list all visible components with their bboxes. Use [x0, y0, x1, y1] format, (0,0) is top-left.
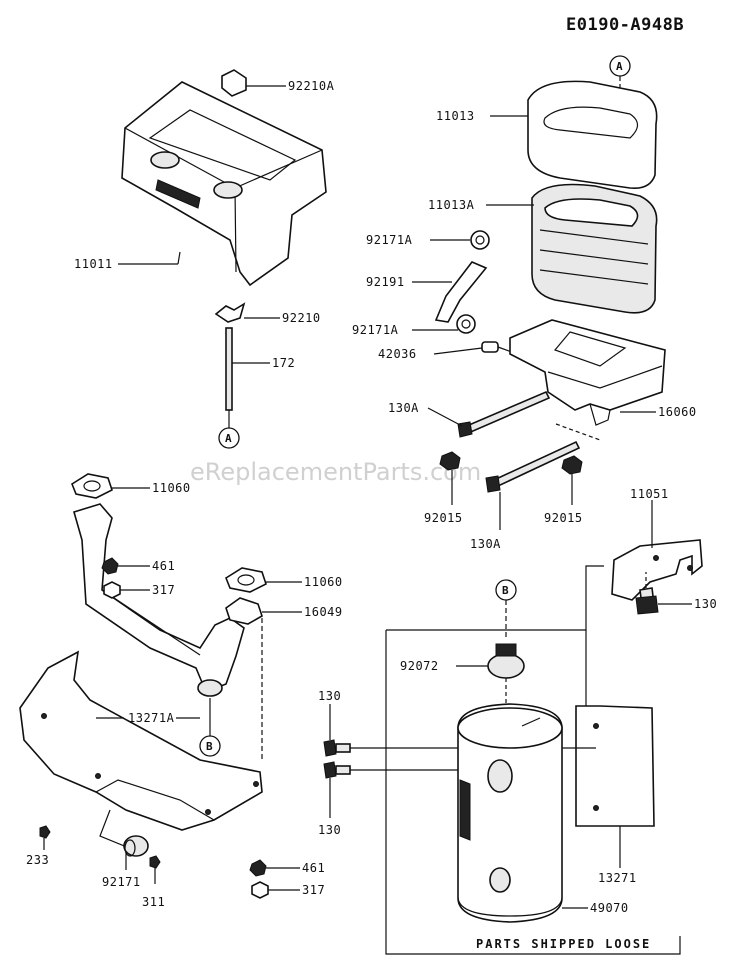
label-13271A: 13271A — [128, 711, 175, 725]
label-92210: 92210 — [282, 311, 321, 325]
heat-guard-13271A-drawing — [19, 650, 263, 851]
label-92015-left: 92015 — [424, 511, 463, 525]
muffler-49070-drawing — [457, 703, 563, 923]
bolt-233-drawing — [39, 825, 51, 839]
bolt-130A-left-drawing — [457, 390, 551, 438]
label-11051: 11051 — [630, 487, 669, 501]
label-461-top: 461 — [152, 559, 175, 573]
label-11011: 11011 — [74, 257, 113, 271]
exhaust-pipe-16049-drawing — [73, 503, 263, 697]
label-92171: 92171 — [102, 875, 141, 889]
label-311: 311 — [142, 895, 165, 909]
label-130-upper: 130 — [318, 689, 341, 703]
wing-nut-92210-drawing — [214, 302, 246, 323]
label-92072: 92072 — [400, 659, 439, 673]
label-461-bottom: 461 — [302, 861, 325, 875]
label-49070: 49070 — [590, 901, 629, 915]
svg-text:A: A — [616, 60, 623, 73]
nut-461-bottom-drawing — [249, 859, 267, 877]
label-42036: 42036 — [378, 347, 417, 361]
label-11060-mid: 11060 — [304, 575, 343, 589]
label-92210A: 92210A — [288, 79, 335, 93]
stud-172-drawing — [225, 327, 233, 411]
label-92015-right: 92015 — [544, 511, 583, 525]
washer-317-top-drawing — [103, 581, 121, 599]
label-130-right: 130 — [694, 597, 717, 611]
label-233: 233 — [26, 853, 49, 867]
label-317-top: 317 — [152, 583, 175, 597]
bolt-130-upper-drawing — [323, 739, 351, 757]
cover-11011-drawing — [121, 81, 327, 287]
nut-461-top-drawing — [101, 557, 119, 575]
clamp-92171-drawing — [123, 835, 149, 857]
nut-311-drawing — [149, 855, 161, 869]
label-13271: 13271 — [598, 871, 637, 885]
ref-marker-a-upper: A — [609, 55, 631, 77]
label-92191: 92191 — [366, 275, 405, 289]
parts-shipped-loose-caption: PARTS SHIPPED LOOSE — [476, 937, 651, 951]
svg-text:A: A — [225, 432, 232, 445]
bracket-11051-drawing — [611, 539, 703, 601]
grommet-92210A-drawing — [221, 69, 247, 97]
diagram-code: E0190-A948B — [566, 15, 684, 35]
svg-text:B: B — [206, 740, 213, 753]
precleaner-11013-drawing — [527, 80, 658, 190]
clamp-92171A-top-drawing — [470, 230, 490, 250]
gasket-11060-mid-drawing — [225, 567, 267, 593]
clamp-92171A-mid-drawing — [456, 314, 476, 334]
loose-parts-box — [385, 565, 681, 955]
filter-element-11013A-drawing — [531, 183, 658, 314]
label-11013A: 11013A — [428, 198, 475, 212]
bolt-130-right-drawing — [635, 587, 659, 615]
bolt-130A-lower-drawing — [485, 440, 581, 493]
label-11060-top: 11060 — [152, 481, 191, 495]
ref-marker-b-left: B — [199, 735, 221, 757]
ref-marker-b-right: B — [495, 579, 517, 601]
gasket-11060-top-drawing — [71, 473, 113, 499]
label-92171A-top: 92171A — [366, 233, 413, 247]
ref-marker-a-lower: A — [218, 427, 240, 449]
label-16049: 16049 — [304, 605, 343, 619]
label-130-lower: 130 — [318, 823, 341, 837]
heat-shield-13271-drawing — [575, 705, 655, 827]
clamp-92072-drawing — [487, 643, 525, 710]
label-317-bottom: 317 — [302, 883, 325, 897]
label-130A-left: 130A — [388, 401, 419, 415]
watermark: eReplacementParts.com — [190, 458, 481, 486]
label-16060: 16060 — [658, 405, 697, 419]
base-16060-drawing — [509, 319, 666, 426]
label-11013: 11013 — [436, 109, 475, 123]
bolt-130-lower-drawing — [323, 761, 351, 779]
label-92171A-mid: 92171A — [352, 323, 399, 337]
nut-92015-left-drawing — [439, 451, 461, 471]
washer-317-bottom-drawing — [251, 881, 269, 899]
svg-text:B: B — [502, 584, 509, 597]
nut-92015-right-drawing — [561, 455, 583, 475]
label-130A-bottom: 130A — [470, 537, 501, 551]
hose-92191-drawing — [434, 261, 488, 323]
label-172: 172 — [272, 356, 295, 370]
